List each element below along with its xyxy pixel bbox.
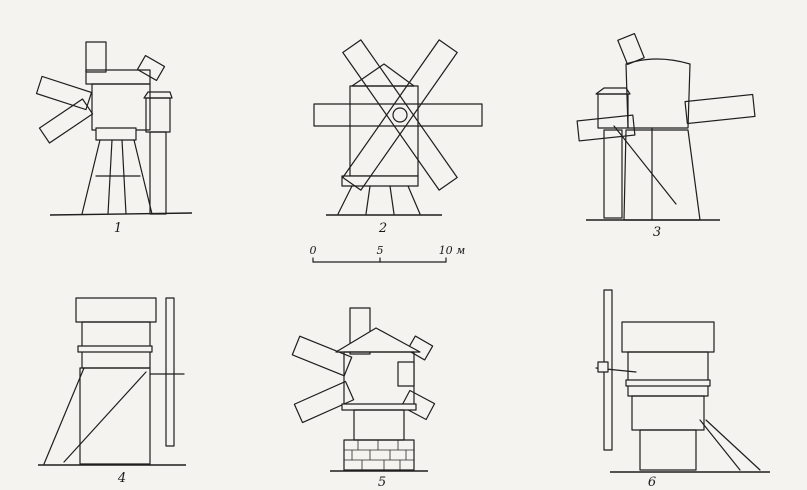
windmill-2-caption: 2 <box>378 221 387 236</box>
windmill-5-stone-base <box>330 409 428 472</box>
windmill-4-tower <box>38 367 186 466</box>
windmill-2-sails <box>313 39 483 191</box>
windmill-2-base <box>326 185 442 216</box>
windmill-6: 6 <box>595 289 770 490</box>
windmill-6-body <box>621 321 715 397</box>
windmill-4-caption: 4 <box>117 471 126 486</box>
windmill-1: 1 <box>35 41 193 236</box>
windmill-6-tower <box>610 395 770 473</box>
windmill-3-sails <box>576 32 756 142</box>
windmill-3-tower <box>586 125 720 221</box>
scale-bar-tick-10: 10 м <box>439 244 466 257</box>
scale-bar: 0 5 10 м <box>310 244 466 263</box>
windmill-3: 3 <box>576 32 756 240</box>
windmill-2-body <box>341 63 419 187</box>
windmill-1-caption: 1 <box>114 221 122 236</box>
windmill-4: 4 <box>38 297 186 486</box>
windmill-2: 2 <box>313 39 483 236</box>
windmill-5: 5 <box>291 307 436 490</box>
windmill-4-sails <box>149 297 185 447</box>
scale-bar-tick-5: 5 <box>377 244 384 257</box>
windmill-1-trestle <box>49 131 193 216</box>
windmill-6-sails <box>595 289 637 451</box>
windmill-3-caption: 3 <box>653 225 661 240</box>
windmill-6-caption: 6 <box>648 475 656 490</box>
scale-bar-tick-0: 0 <box>310 244 317 257</box>
windmill-5-caption: 5 <box>378 475 386 490</box>
windmill-3-body <box>595 58 691 129</box>
windmill-5-body <box>335 327 421 411</box>
windmill-4-body <box>75 297 157 369</box>
windmill-1-sails <box>35 41 166 144</box>
windmill-1-body <box>85 69 173 141</box>
